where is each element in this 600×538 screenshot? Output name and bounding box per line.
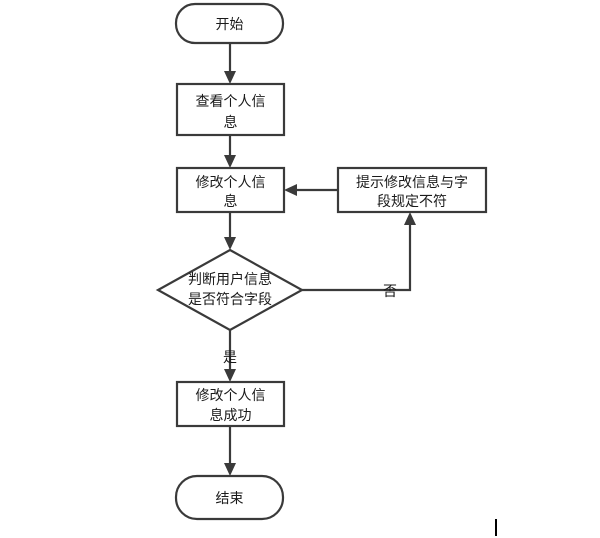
success-node: 修改个人信 息成功 bbox=[175, 380, 286, 428]
edge-edit-to-decision bbox=[224, 212, 236, 250]
edge-hint-to-edit bbox=[284, 184, 338, 196]
success-label-line-1: 修改个人信 bbox=[196, 388, 266, 404]
edit-info-node: 修改个人信 息 bbox=[175, 166, 286, 214]
end-label: 结束 bbox=[216, 491, 244, 507]
start-label: 开始 bbox=[216, 17, 244, 33]
hint-label-line-2: 段规定不符 bbox=[377, 194, 447, 210]
view-info-node: 查看个人信 息 bbox=[175, 82, 286, 137]
edge-start-to-view bbox=[224, 43, 236, 84]
edge-decision-yes-to-success bbox=[224, 330, 236, 382]
view-info-label-line-2: 息 bbox=[224, 114, 238, 131]
hint-node: 提示修改信息与字 段规定不符 bbox=[336, 166, 488, 214]
check-info-label-line-2: 是否符合字段 bbox=[188, 292, 272, 308]
text-cursor bbox=[495, 519, 497, 536]
edge-decision-no-to-hint bbox=[302, 212, 416, 292]
edge-no-label: 否 bbox=[383, 284, 397, 300]
view-info-label-line-1: 查看个人信 bbox=[196, 94, 266, 110]
edge-view-to-edit bbox=[224, 135, 236, 168]
hint-label-line-1: 提示修改信息与字 bbox=[356, 174, 468, 191]
check-info-label-line-1: 判断用户信息 bbox=[188, 271, 272, 288]
check-info-decision: 判断用户信息 是否符合字段 bbox=[155, 248, 305, 332]
end-node: 结束 bbox=[174, 474, 285, 521]
edge-success-to-end bbox=[224, 426, 236, 476]
edge-yes-label: 是 bbox=[223, 350, 237, 366]
start-node: 开始 bbox=[174, 2, 285, 45]
edit-info-label-line-1: 修改个人信 bbox=[196, 175, 266, 191]
edit-info-label-line-2: 息 bbox=[224, 193, 238, 210]
success-label-line-2: 息成功 bbox=[210, 407, 252, 424]
